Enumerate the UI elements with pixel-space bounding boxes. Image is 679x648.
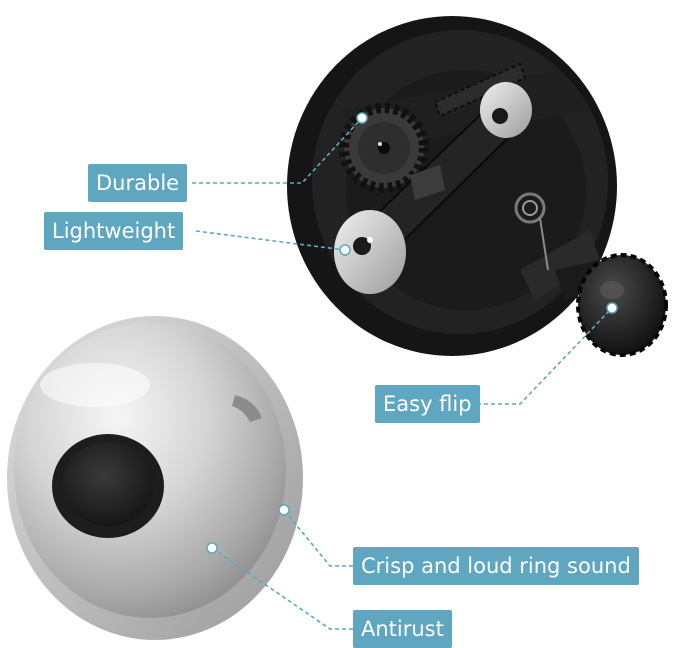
label-lightweight: Lightweight (44, 212, 184, 250)
leader-lines (192, 117, 613, 630)
leader-durable (192, 117, 363, 184)
leader-dots (206, 112, 618, 554)
hammer-arm (334, 82, 532, 294)
leader-crisp (283, 509, 353, 567)
leader-easy-flip (477, 307, 613, 405)
flip-knob (555, 253, 668, 357)
bell-button (52, 434, 164, 538)
gear (339, 103, 429, 193)
dot-durable (356, 112, 368, 124)
spring (514, 192, 549, 271)
rack-gear (433, 62, 527, 118)
dot-lightweight (339, 244, 351, 256)
label-durable: Durable (88, 164, 188, 202)
label-easy-flip: Easy flip (375, 385, 480, 423)
dot-easy-flip (606, 302, 618, 314)
label-antirust: Antirust (353, 610, 452, 648)
dot-crisp (278, 504, 290, 516)
dot-antirust (206, 542, 218, 554)
leader-antirust (211, 547, 353, 630)
label-crisp-sound: Crisp and loud ring sound (353, 547, 639, 585)
